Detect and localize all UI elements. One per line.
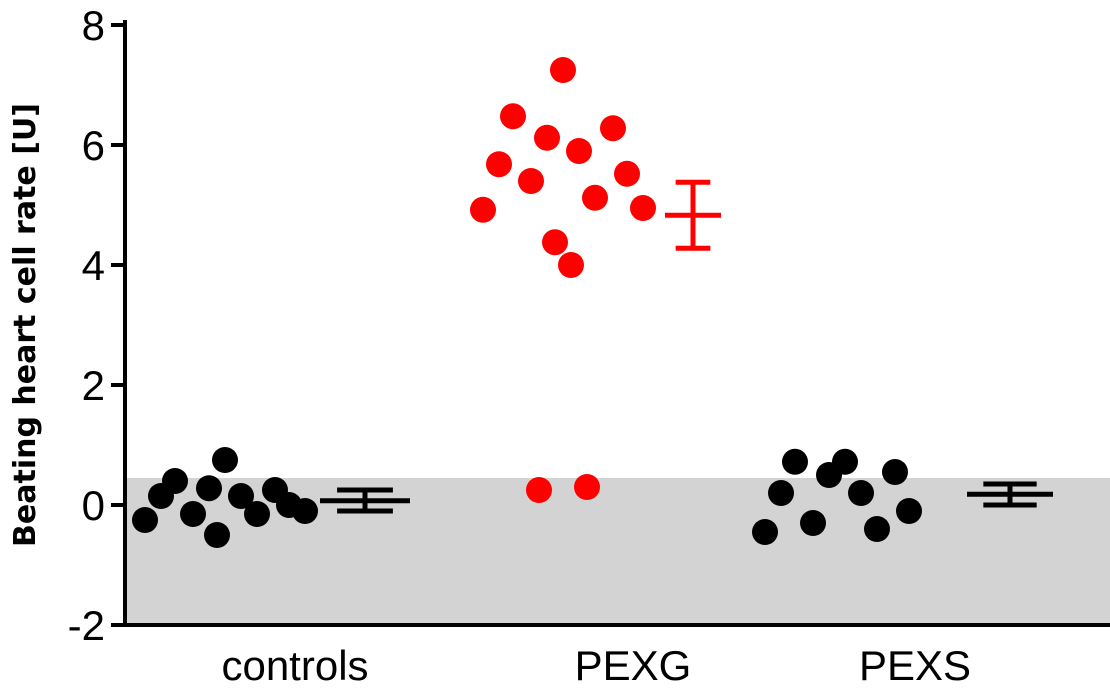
data-point xyxy=(848,480,874,506)
x-category-label: PEXS xyxy=(859,642,971,689)
data-point xyxy=(630,195,656,221)
data-point xyxy=(244,501,270,527)
data-point xyxy=(526,477,552,503)
data-point xyxy=(582,184,608,211)
data-point xyxy=(782,448,808,475)
y-tick-label: 6 xyxy=(82,122,105,169)
data-point xyxy=(600,115,626,142)
data-point xyxy=(550,57,576,83)
data-point xyxy=(816,462,842,488)
data-point xyxy=(486,151,512,178)
y-tick-label: 0 xyxy=(82,482,105,529)
error-bars xyxy=(320,179,1053,514)
data-point xyxy=(558,252,584,278)
y-tick-label: -2 xyxy=(68,602,105,649)
data-point xyxy=(614,160,640,187)
y-tick-label: 8 xyxy=(82,2,105,49)
data-point xyxy=(882,459,908,485)
data-point xyxy=(292,498,318,524)
data-point xyxy=(800,510,826,536)
data-point xyxy=(574,474,600,500)
data-point xyxy=(196,475,222,502)
data-point xyxy=(864,516,890,542)
data-point xyxy=(752,519,778,545)
data-point xyxy=(566,138,592,164)
y-tick-label: 2 xyxy=(82,362,105,409)
data-point xyxy=(768,480,794,506)
data-point xyxy=(518,168,544,194)
data-point xyxy=(148,483,174,509)
data-point xyxy=(470,196,496,223)
x-category-label: PEXG xyxy=(575,642,692,689)
data-point xyxy=(534,124,560,151)
data-point xyxy=(132,507,158,533)
data-point xyxy=(896,498,922,524)
data-point xyxy=(500,103,526,130)
data-point xyxy=(212,447,238,473)
y-axis-title: Beating heart cell rate [U] xyxy=(8,103,43,547)
data-point xyxy=(542,229,568,256)
data-point xyxy=(180,501,206,527)
data-point xyxy=(228,483,254,509)
data-points xyxy=(132,57,922,548)
x-category-label: controls xyxy=(221,642,368,689)
y-tick-label: 4 xyxy=(82,242,105,289)
data-point xyxy=(204,522,230,548)
axes: -2 0 2 4 6 8 controls PEXG PEXS xyxy=(68,2,1110,689)
